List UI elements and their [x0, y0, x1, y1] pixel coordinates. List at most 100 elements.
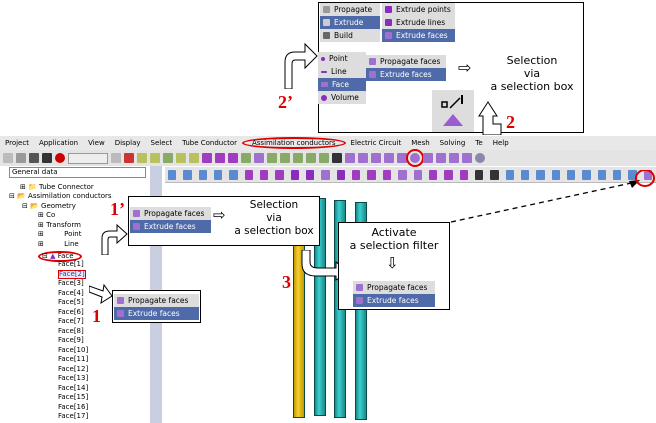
view-tool-icon[interactable] — [229, 169, 238, 180]
tree-item-face-child[interactable]: Face[14] — [58, 383, 89, 392]
open-icon[interactable] — [16, 153, 26, 163]
menu-item-build[interactable]: Build — [320, 29, 380, 42]
save-icon[interactable] — [29, 153, 39, 163]
view-tool-icon[interactable] — [275, 169, 284, 180]
tool-icon[interactable] — [163, 153, 173, 163]
conductor[interactable] — [314, 198, 326, 416]
tree-item-face-child[interactable]: Face[7] — [58, 317, 84, 325]
menu-item-propagate-faces[interactable]: Propagate faces — [114, 294, 199, 307]
point-tool-icon[interactable] — [137, 153, 147, 163]
view-tool-icon[interactable] — [444, 169, 453, 180]
view-tool-icon[interactable] — [413, 169, 422, 180]
tree-item-face-child[interactable]: Face[1] — [58, 260, 84, 268]
tool-icon[interactable] — [449, 153, 459, 163]
view-tool-icon[interactable] — [198, 169, 208, 180]
menu-display[interactable]: Display — [114, 139, 141, 147]
tree-item-face-child[interactable]: Face[9] — [58, 336, 84, 344]
tree-item[interactable]: ⊞ Co — [38, 211, 56, 219]
tree-item[interactable]: ⊞ Transform — [38, 221, 81, 229]
tree-item-face[interactable]: ⊟ ▲ Face — [38, 251, 82, 262]
menu-view[interactable]: View — [88, 139, 105, 147]
menu-item-extrude-lines[interactable]: Extrude lines — [382, 16, 455, 29]
view-tool-icon[interactable] — [183, 169, 192, 180]
tree-item[interactable]: ⊞ Point — [38, 230, 82, 238]
tool-icon[interactable] — [189, 153, 199, 163]
view-tool-icon[interactable] — [428, 169, 438, 180]
menu-tools[interactable]: Te — [475, 139, 483, 147]
record-icon[interactable] — [55, 153, 65, 163]
menu-item-extrude-faces[interactable]: Extrude faces — [353, 294, 435, 307]
view-tool-icon[interactable] — [505, 169, 514, 180]
tree-item-face-child[interactable]: Face[5] — [58, 298, 84, 306]
menu-item-extrude[interactable]: Extrude — [320, 16, 380, 29]
tree-item-face-child[interactable]: Face[2] — [58, 269, 86, 279]
view-tool-icon[interactable] — [490, 169, 499, 180]
view-tool-icon[interactable] — [551, 169, 560, 180]
tree-item[interactable]: ⊞ 📁 Tube Connector — [20, 183, 94, 191]
menu-item-extrude-points[interactable]: Extrude points — [382, 3, 455, 16]
view-tool-icon[interactable] — [367, 169, 376, 180]
menu-item-extrude-faces[interactable]: Extrude faces — [114, 307, 199, 320]
face-tool-icon[interactable] — [215, 153, 225, 163]
menu-solving[interactable]: Solving — [439, 139, 466, 147]
gear-icon[interactable] — [475, 153, 485, 163]
close-icon[interactable] — [42, 153, 52, 163]
view-tool-icon[interactable] — [628, 169, 637, 180]
tree-item-face-child[interactable]: Face[3] — [58, 279, 84, 287]
nav-icon[interactable] — [111, 153, 121, 163]
view-tool-icon[interactable] — [260, 169, 269, 180]
window-icon[interactable] — [124, 153, 134, 163]
extrude-icon[interactable] — [397, 153, 407, 163]
view-tool-icon[interactable] — [336, 169, 346, 180]
tree-item[interactable]: ⊟ 📂 Assimilation conductors — [9, 192, 112, 200]
view-tool-icon[interactable] — [597, 169, 606, 180]
face-filter-icon[interactable] — [643, 169, 652, 180]
propagate-icon[interactable] — [358, 153, 368, 163]
menu-electric-circuit[interactable]: Electric Circuit — [350, 139, 402, 147]
data-selector-dropdown[interactable]: General data — [9, 167, 146, 178]
menu-item-propagate-faces[interactable]: Propagate faces — [130, 207, 211, 220]
menu-item-extrude-faces[interactable]: Extrude faces — [382, 29, 455, 42]
extrude-faces-icon[interactable] — [406, 149, 424, 167]
tree-item-face-child[interactable]: Face[12] — [58, 364, 89, 373]
view-tool-icon[interactable] — [566, 169, 576, 180]
view-tool-icon[interactable] — [459, 169, 468, 180]
extrude-icon[interactable] — [384, 153, 394, 163]
menu-assimilation-conductors[interactable]: Assimilation conductors — [242, 137, 346, 149]
menu-item-extrude-faces[interactable]: Extrude faces — [366, 68, 446, 81]
tree-item-face-child[interactable]: Face[4] — [58, 288, 84, 297]
tool-icon[interactable] — [176, 153, 186, 163]
tree-item-face-child[interactable]: Face[15] — [58, 393, 89, 401]
view-tool-icon[interactable] — [290, 169, 300, 180]
tree-item-face-child[interactable]: Face[8] — [58, 326, 84, 335]
menu-select[interactable]: Select — [150, 139, 173, 147]
tree-item[interactable]: ⊟ 📂 Geometry — [22, 202, 76, 210]
tool-icon[interactable] — [241, 153, 251, 163]
tool-icon[interactable] — [319, 153, 329, 163]
view-tool-icon[interactable] — [214, 169, 223, 180]
tree-item-face-child[interactable]: Face[16] — [58, 402, 89, 411]
menu-help[interactable]: Help — [492, 139, 509, 147]
face-tool-icon[interactable] — [202, 153, 212, 163]
tree-item-face-child[interactable]: Face[13] — [58, 374, 89, 382]
eraser-icon[interactable] — [462, 153, 472, 163]
menu-item-propagate-faces[interactable]: Propagate faces — [366, 55, 446, 68]
undo-button[interactable] — [68, 152, 108, 164]
view-tool-icon[interactable] — [306, 169, 315, 180]
tool-icon[interactable] — [267, 153, 277, 163]
view-tool-icon[interactable] — [398, 169, 407, 180]
line-tool-icon[interactable] — [150, 153, 160, 163]
build-icon[interactable] — [436, 153, 446, 163]
menu-item-line[interactable]: Line — [318, 65, 366, 78]
menu-tube-conductor[interactable]: Tube Conductor — [182, 139, 237, 147]
menu-item-propagate[interactable]: Propagate — [320, 3, 380, 16]
view-tool-icon[interactable] — [612, 169, 622, 180]
tree-item-face-child[interactable]: Face[17] — [58, 412, 89, 420]
view-tool-icon[interactable] — [244, 169, 254, 180]
face-tool-icon[interactable] — [228, 153, 238, 163]
menu-item-face[interactable]: Face — [318, 78, 366, 91]
view-tool-icon[interactable] — [474, 169, 484, 180]
tree-item-face-child[interactable]: Face[6] — [58, 307, 84, 316]
menu-mesh[interactable]: Mesh — [411, 139, 430, 147]
menu-item-extrude-faces[interactable]: Extrude faces — [130, 220, 211, 233]
